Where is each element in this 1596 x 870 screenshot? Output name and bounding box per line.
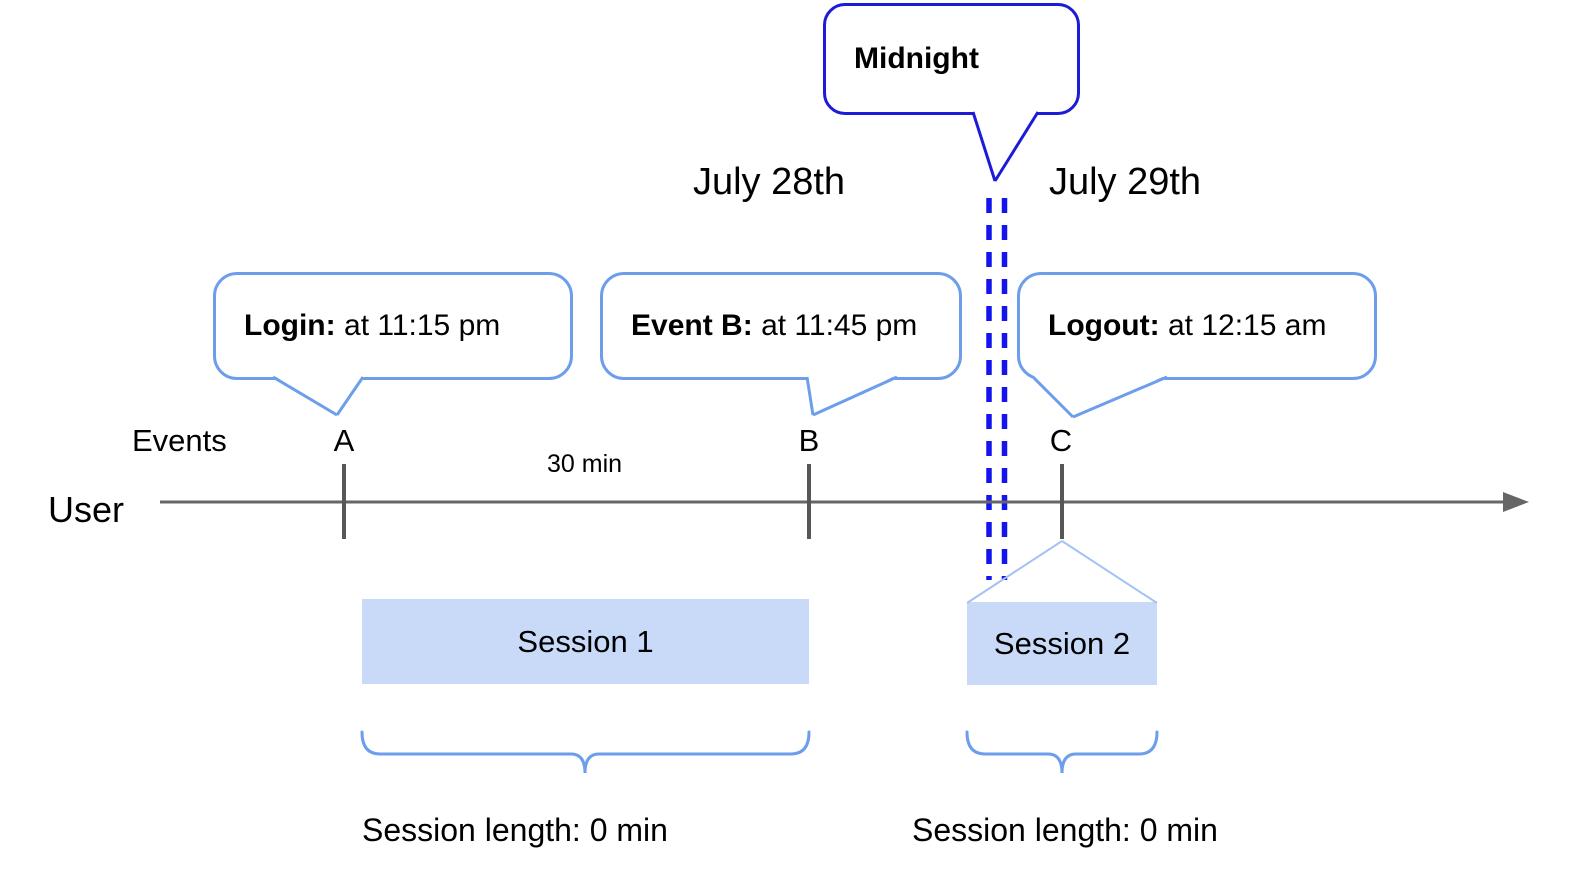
midnight-callout-tail — [973, 110, 1038, 181]
session-2-connector-right — [1061, 540, 1158, 604]
date-label-july-28: July 28th — [692, 161, 846, 203]
event-b-callout-bubble: Event B: at 11:45 pm — [600, 272, 962, 380]
event-b-tail-edge-right — [812, 375, 898, 417]
event-b-callout-tail — [807, 375, 897, 415]
date-label-july-29: July 29th — [1048, 161, 1202, 203]
midnight-label: Midnight — [854, 42, 979, 75]
logout-callout-text: at 12:15 am — [1168, 309, 1327, 342]
event-b-callout-text: at 11:45 pm — [761, 309, 918, 342]
events-row-label: Events — [132, 423, 227, 458]
session-1-box: Session 1 — [362, 599, 809, 684]
user-row-label: User — [48, 489, 125, 530]
session-2-box: Session 2 — [967, 602, 1157, 685]
logout-tail-edge-right — [1072, 375, 1168, 419]
session-1-brace — [360, 730, 811, 774]
midnight-tail-edge-right — [993, 111, 1040, 182]
session-2-connector-left — [966, 540, 1063, 604]
login-tail-edge-left — [272, 375, 338, 417]
session-2-brace — [965, 730, 1159, 774]
session-2-label: Session 2 — [993, 625, 1131, 661]
session-1-length-label: Session length: 0 min — [362, 812, 668, 848]
midnight-callout-bubble: Midnight — [823, 3, 1080, 115]
logout-tail-edge-left — [1031, 375, 1075, 419]
event-b-tail-edge-left — [805, 376, 815, 416]
login-callout-bubble: Login: at 11:15 pm — [213, 272, 573, 380]
event-marker-a: A — [333, 423, 355, 458]
event-marker-b: B — [798, 423, 820, 458]
login-callout-tail — [273, 375, 363, 415]
event-b-callout-bold: Event B: — [631, 309, 753, 342]
session-2-length-label: Session length: 0 min — [912, 812, 1218, 848]
logout-callout-bubble: Logout: at 12:15 am — [1017, 272, 1377, 380]
logout-callout-bold: Logout: — [1048, 309, 1160, 342]
logout-callout-tail — [1033, 375, 1167, 417]
midnight-tail-edge-left — [971, 111, 997, 182]
event-marker-c: C — [1049, 423, 1073, 458]
interval-label-30min: 30 min — [547, 450, 623, 478]
login-tail-edge-right — [335, 376, 365, 416]
timeline-arrowhead — [1503, 492, 1529, 512]
login-callout-bold: Login: — [244, 309, 336, 342]
login-callout-text: at 11:15 pm — [344, 309, 501, 342]
session-1-label: Session 1 — [517, 623, 654, 659]
